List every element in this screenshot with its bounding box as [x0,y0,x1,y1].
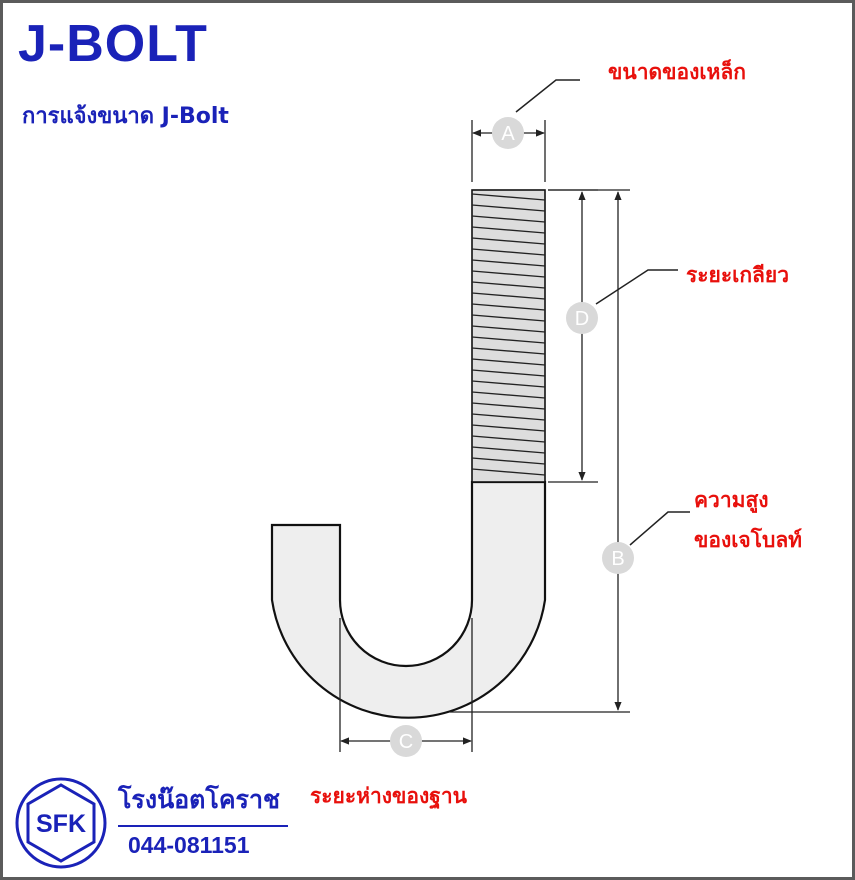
marker-a-label: A [501,123,515,145]
company-name: โรงน๊อตโคราช [118,785,280,814]
thread-line [471,248,546,256]
thread-line [471,336,546,344]
thread-line [471,215,546,223]
thread-line [471,226,546,234]
label-steel-size: ขนาดของเหล็ก [608,60,746,84]
marker-a [492,117,524,149]
thread-line [471,347,546,355]
label-height-line2: ของเจโบลท์ [694,528,803,552]
thread-line [471,380,546,388]
thread-line [471,446,546,454]
thread-line [471,303,546,311]
label-base-distance: ระยะห่างของฐาน [310,784,467,808]
thread-line [471,237,546,245]
thread-line [471,193,546,201]
j-bolt-body [270,480,547,719]
thread-line [471,413,546,421]
thread-line [471,402,546,410]
marker-c-label: C [399,731,413,753]
thread-line [471,314,546,322]
thread-line [471,468,546,476]
thread-line [471,204,546,212]
logo-text: SFK [36,810,86,838]
page-title: J-BOLT [18,15,208,73]
thread-line [471,281,546,289]
thread-line [471,457,546,465]
thread-line [471,435,546,443]
thread-line [471,292,546,300]
marker-d-label: D [575,308,589,330]
company-phone: 044-081151 [128,832,250,858]
page-subtitle: การแจ้งขนาด J-Bolt [22,104,229,129]
threaded-shank [471,189,546,483]
thread-lines [471,193,546,476]
marker-b [602,542,634,574]
marker-c [390,725,422,757]
marker-b-label: B [611,548,624,570]
label-thread-length: ระยะเกลียว [686,263,790,287]
thread-line [471,259,546,267]
sfk-logo: SFK [15,777,107,869]
thread-line [471,369,546,377]
marker-d [566,302,598,334]
thread-line [471,424,546,432]
company-divider [118,825,288,827]
thread-line [471,358,546,366]
label-height-line1: ความสูง [694,488,769,512]
thread-line [471,270,546,278]
thread-line [471,391,546,399]
thread-line [471,325,546,333]
